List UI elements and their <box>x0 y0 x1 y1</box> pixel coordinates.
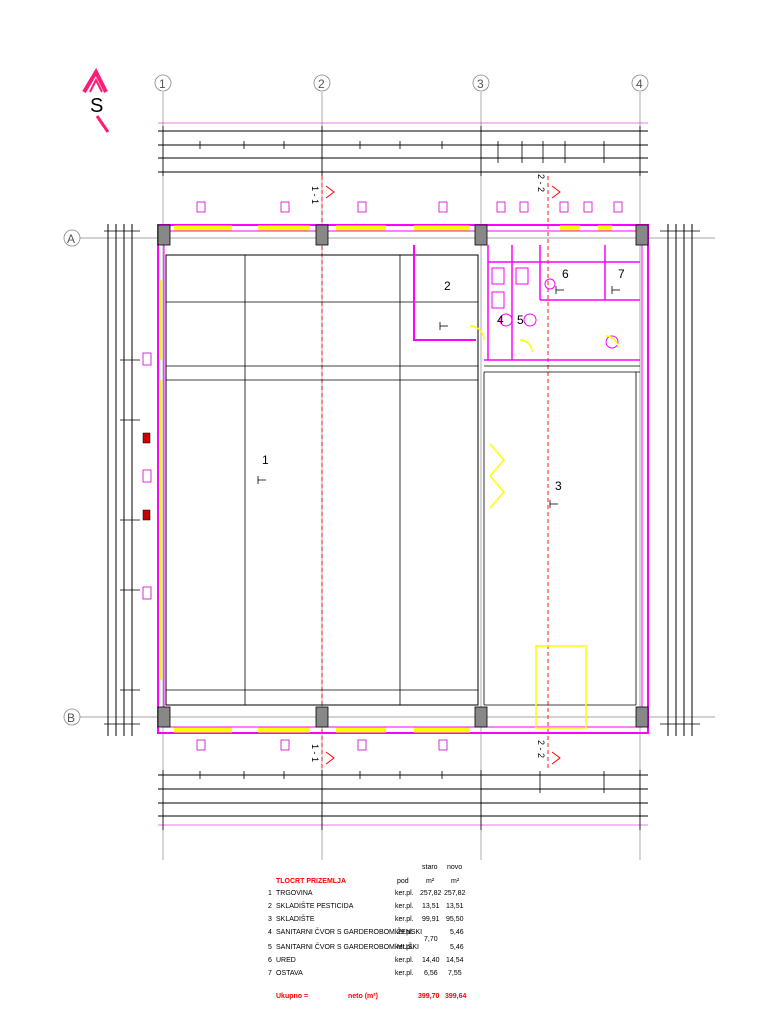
north-arrow-icon: S <box>82 67 110 133</box>
bottom-dimension-chains <box>158 774 648 817</box>
legend-unit-staro: m² <box>426 878 435 885</box>
legend-col-novo: novo <box>447 864 463 871</box>
floor-plan: S 1 2 3 4 A B <box>63 67 715 860</box>
window-tags <box>142 201 623 751</box>
room-number-4: 4 <box>497 313 504 327</box>
legend-item-novo: 257,82 <box>444 890 466 897</box>
legend-item-num: 6 <box>268 957 272 964</box>
axis-bubble-B <box>63 708 81 726</box>
outer-walls <box>157 224 649 734</box>
legend-item-novo: 13,51 <box>446 903 464 910</box>
axis-label-A: A <box>67 232 75 246</box>
axis-bubble-3 <box>472 74 490 92</box>
legend-item-name: OSTAVA <box>276 970 303 977</box>
room-2-walls <box>413 245 476 341</box>
legend-item-name: SANITARNI ČVOR S GARDEROBOM MUŠKI <box>276 944 419 951</box>
legend-item-staro: 257,82 <box>420 890 442 897</box>
legend-total-novo: 399,64 <box>445 993 467 1000</box>
structural-columns <box>157 224 649 728</box>
axis-bubble-2 <box>313 74 331 92</box>
section-mark-bottom-1: 1 - 1 <box>310 744 320 762</box>
grid-axis-lines <box>80 92 715 860</box>
legend-item-pod: ker.pl. <box>395 970 414 977</box>
legend-title: TLOCRT PRIZEMLJA <box>276 878 346 885</box>
legend-item-novo: 14,54 <box>446 957 464 964</box>
right-dimension-chains <box>667 224 693 736</box>
legend-item-pod: ker.pl. <box>395 890 414 897</box>
legend-item-name: URED <box>276 957 296 964</box>
axis-label-2: 2 <box>318 77 325 91</box>
legend-item-num: 2 <box>268 903 272 910</box>
legend-item-pod: ker.pl. <box>395 929 414 936</box>
legend-unit-novo: m² <box>451 878 460 885</box>
axis-label-4: 4 <box>636 77 643 91</box>
level-markers <box>257 286 620 508</box>
section-lines <box>321 176 549 770</box>
room-number-5: 5 <box>517 313 524 327</box>
legend-item-pod: ker.pl. <box>395 916 414 923</box>
legend-item-novo: 5,46 <box>450 929 464 936</box>
legend-item-name: SANITARNI ČVOR S GARDEROBOM ŽENSKI <box>276 929 423 936</box>
legend-item-num: 5 <box>268 944 272 951</box>
top-dimension-chains <box>158 130 648 173</box>
room-number-7: 7 <box>618 267 625 281</box>
room-number-2: 2 <box>444 279 451 293</box>
axis-label-3: 3 <box>477 77 484 91</box>
section-mark-top-2: 2 - 2 <box>536 174 546 192</box>
legend-col-pod: pod <box>397 878 409 885</box>
legend-item-staro: 6,56 <box>424 970 438 977</box>
window-bands <box>174 225 612 733</box>
room-number-1: 1 <box>262 453 269 467</box>
legend-item-pod: ker.pl. <box>395 944 414 951</box>
legend-item-pod: ker.pl. <box>395 957 414 964</box>
axis-bubble-4 <box>631 74 649 92</box>
room-number-6: 6 <box>562 267 569 281</box>
room-number-3: 3 <box>555 479 562 493</box>
sanitary-partitions <box>484 245 640 361</box>
legend-item-novo: 7,55 <box>448 970 462 977</box>
axis-label-1: 1 <box>159 77 166 91</box>
axis-label-B: B <box>67 711 75 725</box>
legend-item-num: 3 <box>268 916 272 923</box>
legend-item-pod: ker.pl. <box>395 903 414 910</box>
legend-item-name: SKLADIŠTE <box>276 916 315 923</box>
legend-item-num: 1 <box>268 890 272 897</box>
section-mark-top-1: 1 - 1 <box>310 186 320 204</box>
legend-item-staro: 99,91 <box>422 916 440 923</box>
legend-merged-staro: 7,70 <box>424 936 438 943</box>
legend-item-novo: 5,46 <box>450 944 464 951</box>
axis-bubble-A <box>63 229 81 247</box>
legend-item-novo: 95,50 <box>446 916 464 923</box>
legend-total-label: Ukupno = <box>276 993 309 1000</box>
legend-total-staro: 399,70 <box>418 993 440 1000</box>
legend-item-num: 4 <box>268 929 272 936</box>
section-mark-bottom-2: 2 - 2 <box>536 740 546 758</box>
legend-item-name: SKLADIŠTE PESTICIDA <box>276 903 354 910</box>
legend-total-type: neto (m²) <box>348 993 378 1000</box>
legend-item-name: TRGOVINA <box>276 890 313 897</box>
legend-item-staro: 13,51 <box>422 903 440 910</box>
interior-lines <box>166 255 640 706</box>
orientation-label: S <box>90 95 103 117</box>
legend-item-num: 7 <box>268 970 272 977</box>
legend-col-staro: staro <box>422 864 438 871</box>
axis-bubble-1 <box>154 74 172 92</box>
legend-item-staro: 14,40 <box>422 957 440 964</box>
left-dimension-chains <box>107 224 133 736</box>
